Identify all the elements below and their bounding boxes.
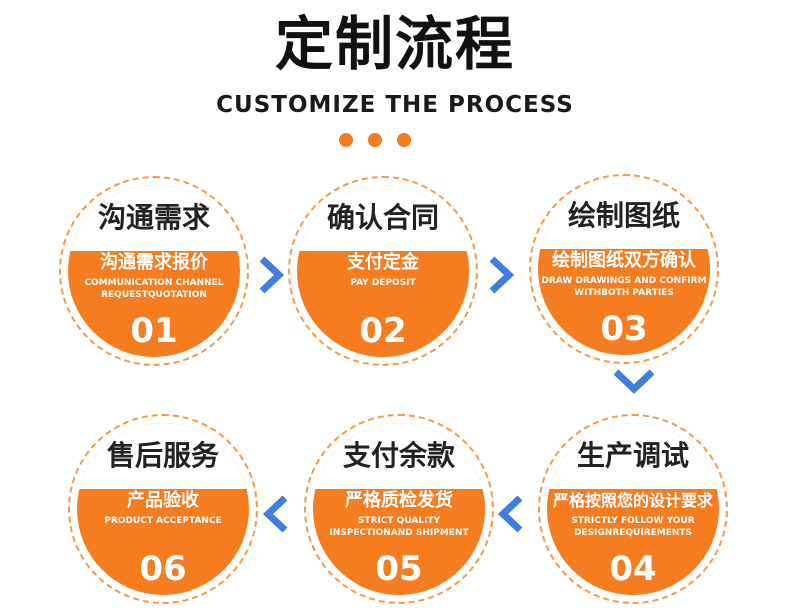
dashed-ring [304, 414, 494, 604]
step-description: 严格质检发货 [345, 490, 453, 511]
decorative-dots [339, 133, 411, 149]
step-english-line: PRODUCT ACCEPTANCE [104, 516, 222, 526]
step-heading: 确认合同 [326, 201, 439, 234]
step-english: STRICTLY FOLLOW YOUR DESIGNREQUIREMENTS [538, 515, 728, 539]
chevron-right-icon [489, 256, 514, 294]
step-english: STRICT QUALITY INSPECTIONAND SHIPMENT [304, 515, 494, 539]
chevron-right-icon [259, 256, 284, 294]
step-number: 03 [600, 309, 648, 349]
step-english-line: STRICT QUALITY [357, 516, 441, 526]
dashed-ring [68, 414, 258, 604]
step-english-line: DESIGNREQUIREMENTS [573, 528, 693, 538]
step-description: 沟通需求报价 [100, 252, 208, 273]
step-english: PRODUCT ACCEPTANCE [68, 515, 258, 527]
step-01: 沟通需求 沟通需求报价 COMMUNICATION CHANNEL REQUES… [59, 176, 249, 366]
step-disc [77, 423, 249, 595]
chevron-left-icon [263, 495, 288, 533]
step-disc [547, 423, 719, 595]
step-english-line: WITHBOTH PARTIES [574, 288, 674, 298]
step-english: DRAW DRAWINGS AND CONFIRM WITHBOTH PARTI… [529, 275, 719, 299]
step-disc [313, 423, 485, 595]
dashed-ring [59, 176, 249, 366]
dot [339, 133, 353, 147]
step-description: 产品验收 [127, 490, 199, 511]
step-description: 严格按照您的设计要求 [552, 491, 713, 510]
dashed-ring [288, 176, 478, 366]
step-english: PAY DEPOSIT [288, 277, 478, 289]
step-number: 06 [139, 549, 187, 589]
step-heading: 沟通需求 [97, 201, 210, 234]
step-04: 生产调试 严格按照您的设计要求 STRICTLY FOLLOW YOUR DES… [538, 414, 728, 604]
step-english-line: STRICTLY FOLLOW YOUR [571, 516, 695, 526]
step-disc [297, 185, 469, 357]
step-disc [68, 185, 240, 357]
step-number: 01 [130, 311, 178, 351]
step-heading: 售后服务 [106, 439, 219, 472]
page-title: 定制流程 [274, 10, 515, 78]
dashed-ring [529, 174, 719, 364]
step-english-line: DRAW DRAWINGS AND CONFIRM [541, 276, 707, 286]
step-number: 04 [609, 549, 657, 589]
step-description: 支付定金 [347, 252, 419, 273]
step-02: 确认合同 支付定金 PAY DEPOSIT 02 [288, 176, 478, 366]
dot [397, 133, 411, 147]
step-05: 支付余款 严格质检发货 STRICT QUALITY INSPECTIONAND… [304, 414, 494, 604]
step-english-line: INSPECTIONAND SHIPMENT [329, 528, 469, 538]
dot [368, 133, 382, 147]
step-heading: 绘制图纸 [567, 199, 680, 232]
step-disc [538, 183, 710, 355]
dashed-ring [538, 414, 728, 604]
chevron-down-icon [613, 369, 655, 394]
chevron-left-icon [498, 495, 523, 533]
step-heading: 生产调试 [576, 439, 689, 472]
step-english: COMMUNICATION CHANNEL REQUESTQUOTATION [59, 277, 249, 301]
step-number: 05 [375, 549, 423, 589]
page-subtitle: CUSTOMIZE THE PROCESS [216, 92, 574, 118]
step-english-line: COMMUNICATION CHANNEL [84, 278, 224, 288]
step-description: 绘制图纸双方确认 [552, 250, 696, 271]
step-english-line: PAY DEPOSIT [350, 278, 416, 288]
step-03: 绘制图纸 绘制图纸双方确认 DRAW DRAWINGS AND CONFIRM … [529, 174, 719, 364]
step-english-line: REQUESTQUOTATION [101, 290, 207, 300]
step-number: 02 [359, 311, 407, 351]
step-heading: 支付余款 [342, 439, 455, 472]
step-06: 售后服务 产品验收 PRODUCT ACCEPTANCE 06 [68, 414, 258, 604]
